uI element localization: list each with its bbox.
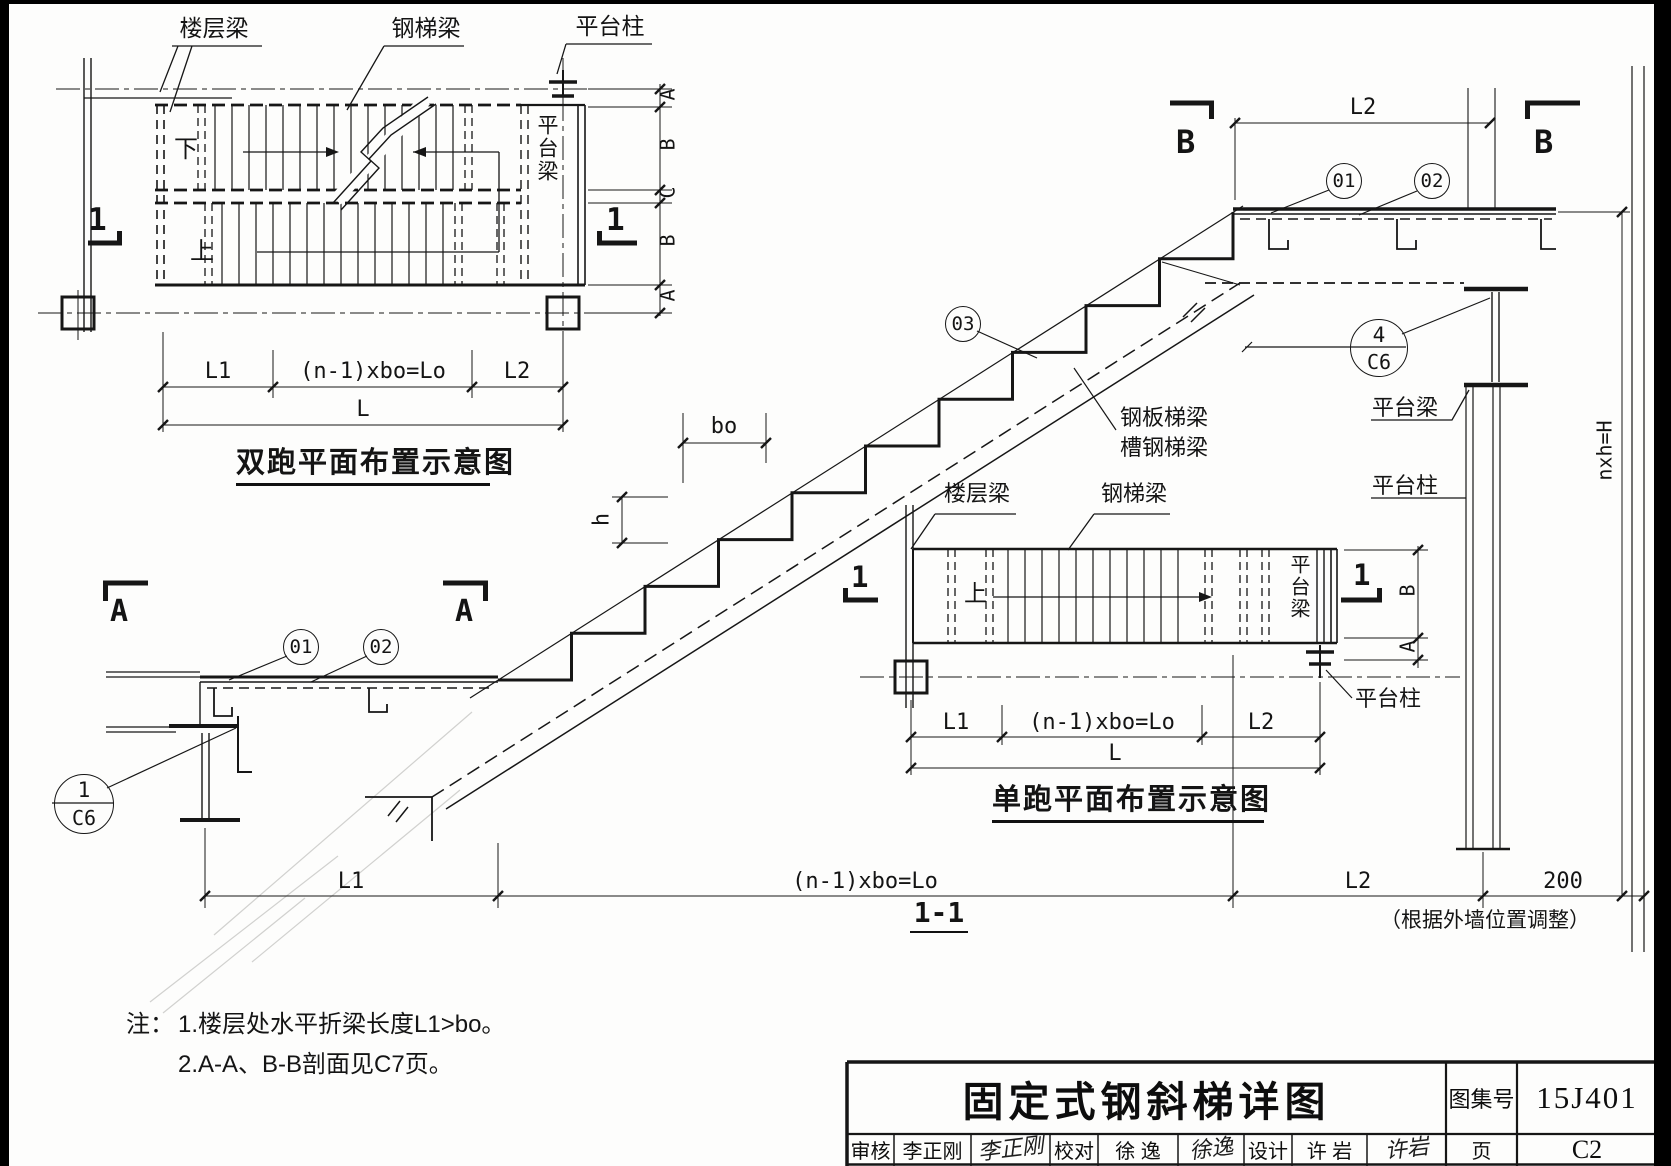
dim-l1-section: L1 bbox=[337, 869, 365, 894]
side-dim-a-top: A bbox=[655, 88, 680, 101]
atlas-number-label: 图集号 bbox=[1448, 1087, 1515, 1112]
dim-bo: bo bbox=[710, 414, 738, 439]
page-number: C2 bbox=[1571, 1134, 1603, 1164]
title-block-linework bbox=[845, 1060, 1671, 1166]
dim-l2-plan-double: L2 bbox=[503, 359, 531, 384]
platform-column-label-single: 平台柱 bbox=[1355, 686, 1422, 711]
sheet-title: 固定式钢斜梯详图 bbox=[962, 1079, 1331, 1125]
side-dim-c: C bbox=[655, 186, 680, 199]
section-title: 1-1 bbox=[910, 898, 968, 934]
section-1-mark-right: 1 bbox=[606, 202, 625, 238]
callout-4-number: 4 bbox=[1372, 323, 1386, 347]
dim-l-plan-double: L bbox=[356, 397, 370, 422]
channel-stringer-label: 槽钢梯梁 bbox=[1120, 435, 1209, 460]
atlas-number-value: 15J401 bbox=[1536, 1080, 1638, 1115]
note-item-1: 1.楼层处水平折梁长度L1>bo。 bbox=[178, 1011, 506, 1038]
section-1-mark-left: 1 bbox=[88, 202, 107, 238]
section-b-mark-right: B bbox=[1534, 123, 1554, 161]
plan-single-title: 单跑平面布置示意图 bbox=[992, 785, 1269, 824]
dim-l2-top: L2 bbox=[1349, 95, 1377, 120]
dim-l-single: L bbox=[1108, 741, 1122, 766]
stair-beam-label: 钢梯梁 bbox=[391, 15, 461, 41]
floor-beam-label-single: 楼层梁 bbox=[943, 481, 1010, 506]
callout-03: 03 bbox=[945, 306, 981, 342]
side-dim-a-single: A bbox=[1395, 640, 1420, 653]
dim-total-height: nxh=H bbox=[1592, 420, 1617, 481]
stair-beam-label-single: 钢梯梁 bbox=[1100, 481, 1167, 506]
dim-l2-single: L2 bbox=[1247, 710, 1275, 735]
note-item-2: 2.A-A、B-B剖面见C7页。 bbox=[178, 1051, 453, 1078]
side-dim-b-upper: B bbox=[655, 138, 680, 151]
section-linework bbox=[52, 66, 1650, 952]
left-page-edge bbox=[0, 0, 9, 1166]
dim-l1-single: L1 bbox=[942, 710, 970, 735]
right-page-edge bbox=[1654, 0, 1671, 1166]
plan-double-linework bbox=[38, 43, 672, 432]
callout-1-number: 1 bbox=[77, 778, 91, 802]
scan-artifacts bbox=[149, 711, 473, 1014]
wall-adjust-note: （根据外墙位置调整） bbox=[1380, 909, 1590, 932]
callout-4-c6: 4 C6 bbox=[1350, 319, 1408, 377]
section-a-mark-left: A bbox=[110, 594, 129, 629]
plate-stringer-label: 钢板梯梁 bbox=[1120, 405, 1209, 430]
callout-01-bottom: 01 bbox=[283, 629, 319, 665]
reviewer-label: 审核 bbox=[850, 1141, 891, 1163]
platform-column-label: 平台柱 bbox=[575, 13, 645, 39]
dim-h: h bbox=[589, 512, 615, 527]
reviewer-name: 李正刚 bbox=[902, 1141, 963, 1163]
callout-1-c6: 1 C6 bbox=[54, 774, 114, 834]
designer-label: 设计 bbox=[1248, 1141, 1288, 1163]
page-label: 页 bbox=[1471, 1141, 1492, 1163]
dim-200: 200 bbox=[1543, 869, 1583, 894]
callout-01-top: 01 bbox=[1326, 163, 1362, 199]
plan-single-linework bbox=[843, 505, 1460, 775]
platform-beam-vertical-label: 平台梁 bbox=[535, 114, 558, 198]
section-platform-beam-label: 平台梁 bbox=[1372, 395, 1439, 420]
plan-double-title: 双跑平面布置示意图 bbox=[236, 448, 513, 487]
checker-name: 徐 逸 bbox=[1115, 1141, 1161, 1163]
floor-beam-label: 楼层梁 bbox=[179, 15, 249, 41]
callout-4-reference: C6 bbox=[1366, 350, 1392, 374]
dim-lo-section: (n-1)xbo=Lo bbox=[792, 869, 938, 894]
side-dim-b-single: B bbox=[1395, 584, 1420, 597]
designer-name: 许 岩 bbox=[1306, 1141, 1353, 1163]
section-platform-column-label: 平台柱 bbox=[1372, 473, 1439, 498]
checker-label: 校对 bbox=[1054, 1141, 1094, 1163]
direction-down-label: 下 bbox=[174, 136, 198, 163]
section-a-mark-right: A bbox=[455, 594, 474, 629]
side-dim-b-lower: B bbox=[655, 234, 680, 247]
side-dim-a-bottom: A bbox=[655, 289, 680, 302]
dim-lo-single: (n-1)xbo=Lo bbox=[1029, 710, 1175, 735]
platform-beam-vertical-label-single: 平台梁 bbox=[1287, 554, 1309, 634]
section-b-mark-left: B bbox=[1176, 123, 1196, 161]
callout-02-top: 02 bbox=[1414, 163, 1450, 199]
dim-lo-plan-double: (n-1)xbo=Lo bbox=[300, 359, 446, 384]
section-1-mark-right-single: 1 bbox=[1353, 558, 1371, 592]
callout-02-bottom: 02 bbox=[363, 629, 399, 665]
dim-l1-plan-double: L1 bbox=[204, 359, 232, 384]
direction-up-label: 上 bbox=[190, 238, 214, 265]
direction-up-label-single: 上 bbox=[964, 580, 987, 606]
dim-l2-section: L2 bbox=[1344, 869, 1372, 894]
section-1-mark-left-single: 1 bbox=[851, 560, 869, 594]
notes-prefix: 注： bbox=[126, 1011, 174, 1038]
callout-1-reference: C6 bbox=[71, 806, 97, 830]
